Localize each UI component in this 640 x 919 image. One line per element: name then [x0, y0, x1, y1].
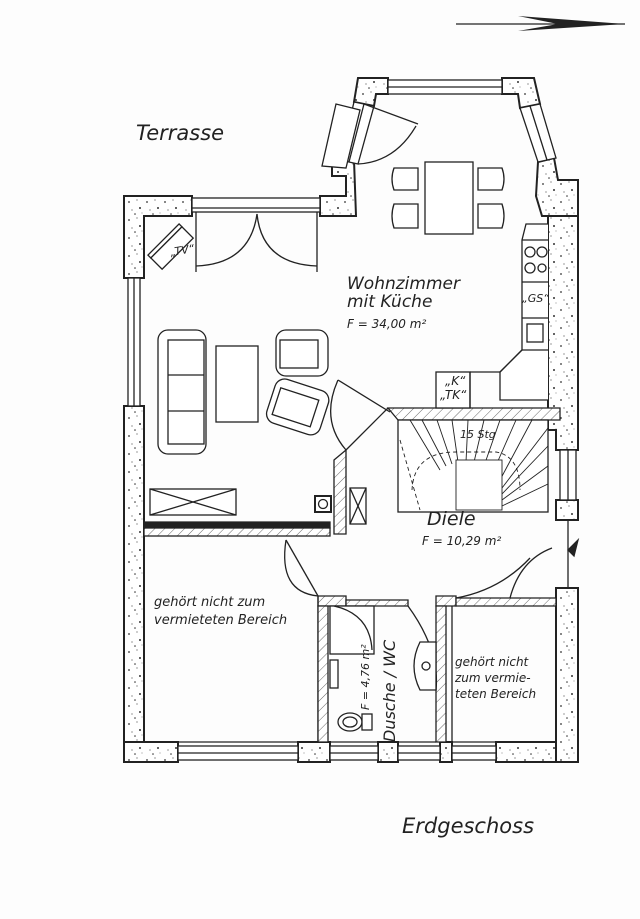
stairs-label: 15 Stg: [460, 428, 496, 441]
fridge-label: „K“: [445, 374, 466, 388]
terrace-label: Terrasse: [136, 121, 225, 145]
excluded-left-line1: gehört nicht zum: [154, 595, 266, 610]
freezer-label: „TK“: [440, 388, 467, 402]
excluded-right-line3: teten Bereich: [455, 687, 537, 702]
hall-area: F = 10,29 m²: [422, 534, 502, 548]
bathroom-name-wrap: Dusche / WC: [380, 640, 484, 759]
dishwasher-label: „GS“: [522, 292, 549, 305]
excluded-room-right-label: gehört nicht zum vermie- teten Bereich: [455, 654, 536, 703]
bathroom-area: F = 4,76 m²: [359, 644, 372, 710]
bathroom-name: Dusche / WC: [380, 639, 399, 742]
excluded-right-line1: gehört nicht: [455, 655, 529, 669]
excluded-right-line2: zum vermie-: [455, 671, 531, 686]
excluded-left-line2: vermieteten Bereich: [154, 612, 288, 628]
living-room-name-line1: Wohnzimmer: [347, 274, 460, 294]
north-arrow-icon: [456, 16, 625, 31]
floor-title: Erdgeschoss: [402, 814, 535, 838]
living-room-name: Wohnzimmer mit Küche: [347, 274, 460, 312]
living-room-name-line2: mit Küche: [347, 291, 433, 312]
door-bay: [321, 103, 361, 169]
excluded-room-left-label: gehört nicht zum vermieteten Bereich: [154, 594, 287, 629]
bathroom-area-wrap: F = 4,76 m²: [359, 644, 426, 722]
hall-name: Diele: [427, 508, 476, 530]
living-room-area: F = 34,00 m²: [347, 317, 427, 331]
